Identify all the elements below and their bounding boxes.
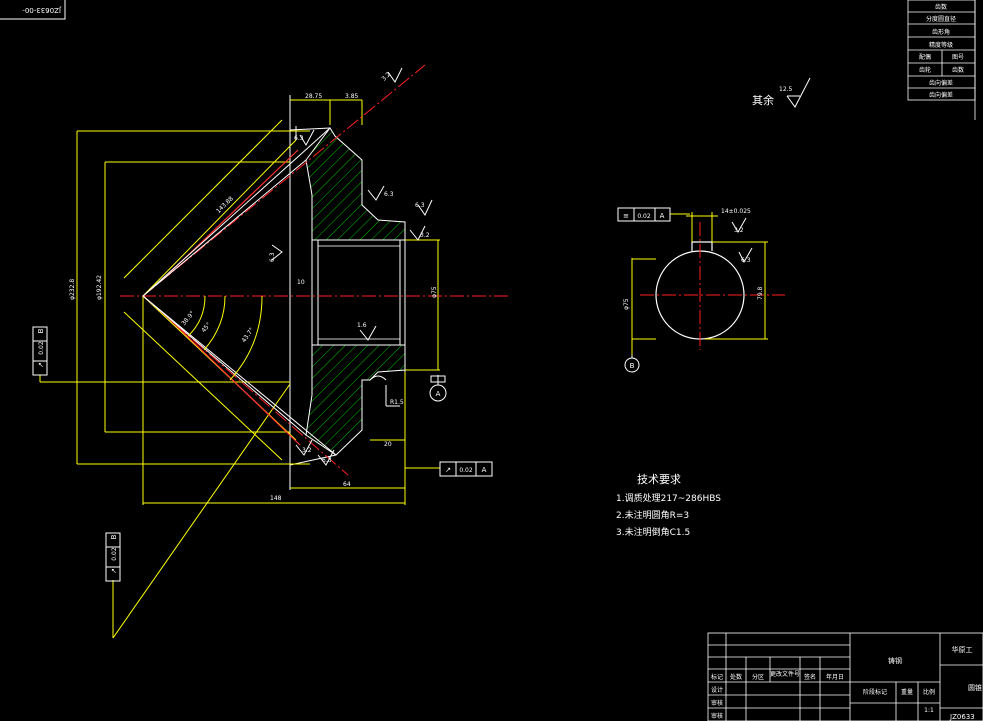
fcf-bottom-value: 0.02 <box>459 467 473 474</box>
fcf-bottom: ↗ 0.02 A <box>439 461 493 477</box>
top-left-number-box: JZ0633-00- <box>0 0 66 20</box>
ra-6-3-c: 6.3 <box>269 252 276 262</box>
gear-table-text: 齿数 分度圆直径 齿形角 精度等级 配偶 图号 齿轮 齿数 齿向偏差 齿向偏差 <box>919 3 964 99</box>
table-row-deviation-2: 齿向偏差 <box>929 91 953 99</box>
tb-header-change-doc: 更改文件号 <box>770 670 800 678</box>
datum-a-marker: A <box>429 375 447 402</box>
dim-28-75: 28.75 <box>305 93 322 100</box>
remaining-label: 其余 <box>752 93 774 107</box>
tb-drawing-number: JZ0633 <box>949 713 975 721</box>
table-row-teeth: 齿数 <box>935 3 947 11</box>
tb-header-mark: 标记 <box>711 673 723 681</box>
ra-6-3-a: 6.3 <box>384 191 394 198</box>
fcf-symmetry-symbol: ≡ <box>623 212 629 220</box>
fcf-left-datum: B <box>37 328 45 333</box>
tb-row-review-2: 审核 <box>711 712 723 720</box>
dim-bore: φ75 <box>431 286 438 298</box>
tech-requirements: 技术要求 1.调质处理217~286HBS 2.未注明圆角R=3 3.未注明倒角… <box>616 473 721 538</box>
hatched-body-upper <box>305 127 406 241</box>
table-cell-teeth: 齿数 <box>952 66 964 74</box>
dim-r1-5: R1.5 <box>390 399 404 406</box>
tb-material: 铸钢 <box>888 656 902 665</box>
table-row-pressure-angle: 齿形角 <box>932 28 950 36</box>
dim-bore-dia: φ75 <box>623 298 630 310</box>
ra-3-2-a: 3.2 <box>380 71 392 83</box>
ra-1-6: 1.6 <box>357 322 367 329</box>
datum-a-label: A <box>436 390 441 398</box>
table-row-pitch-dia: 分度圆直径 <box>926 15 956 23</box>
table-cell-gear: 齿轮 <box>919 66 931 74</box>
fcf-left: B 0.02 ↗ <box>32 326 48 376</box>
ra-6-3-d: 6.3 <box>294 135 304 142</box>
ra-bore-6-3: 6.3 <box>741 257 751 264</box>
dim-64: 64 <box>343 481 351 488</box>
table-row-accuracy: 精度等级 <box>929 41 953 49</box>
fcf-lower-left-value: 0.02 <box>111 547 118 561</box>
title-block <box>707 632 983 721</box>
tb-part-name: 圆锥 <box>968 683 982 692</box>
fcf-bottom-symbol: ↗ <box>445 466 451 474</box>
dim-angle-3: 43.7° <box>240 327 255 344</box>
ra-6-3-e: 6.3 <box>322 457 332 464</box>
tb-company: 华原工 <box>952 645 973 654</box>
tb-header-date: 年月日 <box>826 673 844 681</box>
title-block-text: 铸钢 阶段标记 重量 比例 1:1 标记 处数 分区 更改文件号 签名 年月日 … <box>711 645 982 721</box>
dim-pitch-dia: φ192.42 <box>96 275 103 300</box>
roughness-texts-main: 3.2 6.3 6.3 3.2 6.3 1.6 6.3 3.2 6.3 <box>269 71 430 464</box>
datum-b-label: B <box>630 362 635 370</box>
main-dimension-texts: 28.75 3.85 143.88 φ232.8 φ192.42 10 φ75 … <box>69 93 438 502</box>
table-cell-mate: 配偶 <box>919 53 931 61</box>
ra-3-2-b: 3.2 <box>420 232 430 239</box>
table-row-deviation-1: 齿向偏差 <box>929 79 953 87</box>
tech-item-3: 3.未注明倒角C1.5 <box>616 526 690 538</box>
remaining-roughness: 其余 12.5 <box>752 77 811 108</box>
dim-angle-1: 38.9° <box>180 310 196 327</box>
ra-bore-3-2: 3.2 <box>734 227 744 234</box>
tb-stage-marks: 阶段标记 <box>863 688 887 696</box>
dim-outer-dia: φ232.8 <box>69 279 76 300</box>
table-cell-drawing-no: 图号 <box>952 54 964 61</box>
remaining-value: 12.5 <box>779 86 793 93</box>
tb-header-zone: 分区 <box>752 673 764 681</box>
fcf-left-symbol: ↗ <box>37 362 45 368</box>
fcf-lower-left-symbol: ↗ <box>110 568 118 574</box>
tb-weight: 重量 <box>901 688 913 696</box>
bore-view: ≡ 0.02 A B 14±0.025 3.2 6.3 79.8 φ75 <box>617 207 785 373</box>
tech-item-1: 1.调质处理217~286HBS <box>616 492 721 504</box>
dim-angle-2: 45° <box>200 321 212 334</box>
fcf-symmetry-value: 0.02 <box>637 213 651 220</box>
tb-header-count: 处数 <box>730 673 742 681</box>
dim-key-width: 14±0.025 <box>721 208 751 215</box>
tb-row-design: 设计 <box>711 686 723 694</box>
tb-sheet: 1:1 <box>924 707 934 714</box>
fcf-lower-left-datum: B <box>110 534 118 539</box>
dim-148: 148 <box>270 495 282 502</box>
tech-title: 技术要求 <box>637 473 681 486</box>
ra-6-3-b: 6.3 <box>415 202 425 209</box>
dim-20: 20 <box>384 441 392 448</box>
fcf-bottom-datum: A <box>482 466 487 474</box>
fcf-left-value: 0.02 <box>38 341 45 355</box>
main-section-view <box>39 64 510 639</box>
tb-row-review-1: 审核 <box>711 699 723 707</box>
drawing-number-top: JZ0633-00- <box>22 6 62 14</box>
fcf-symmetry-datum: A <box>660 212 665 220</box>
roughness-symbols-main <box>271 67 433 466</box>
fcf-lower-left: B 0.02 ↗ <box>105 532 121 582</box>
tb-header-sign: 签名 <box>804 673 816 681</box>
dim-10: 10 <box>297 279 305 286</box>
gear-data-table <box>907 0 976 120</box>
dim-key-depth: 79.8 <box>757 286 764 300</box>
ra-3-2-c: 3.2 <box>302 447 312 454</box>
tb-scale: 比例 <box>923 688 935 696</box>
dim-3-85: 3.85 <box>345 93 359 100</box>
tech-item-2: 2.未注明圆角R=3 <box>616 509 689 521</box>
